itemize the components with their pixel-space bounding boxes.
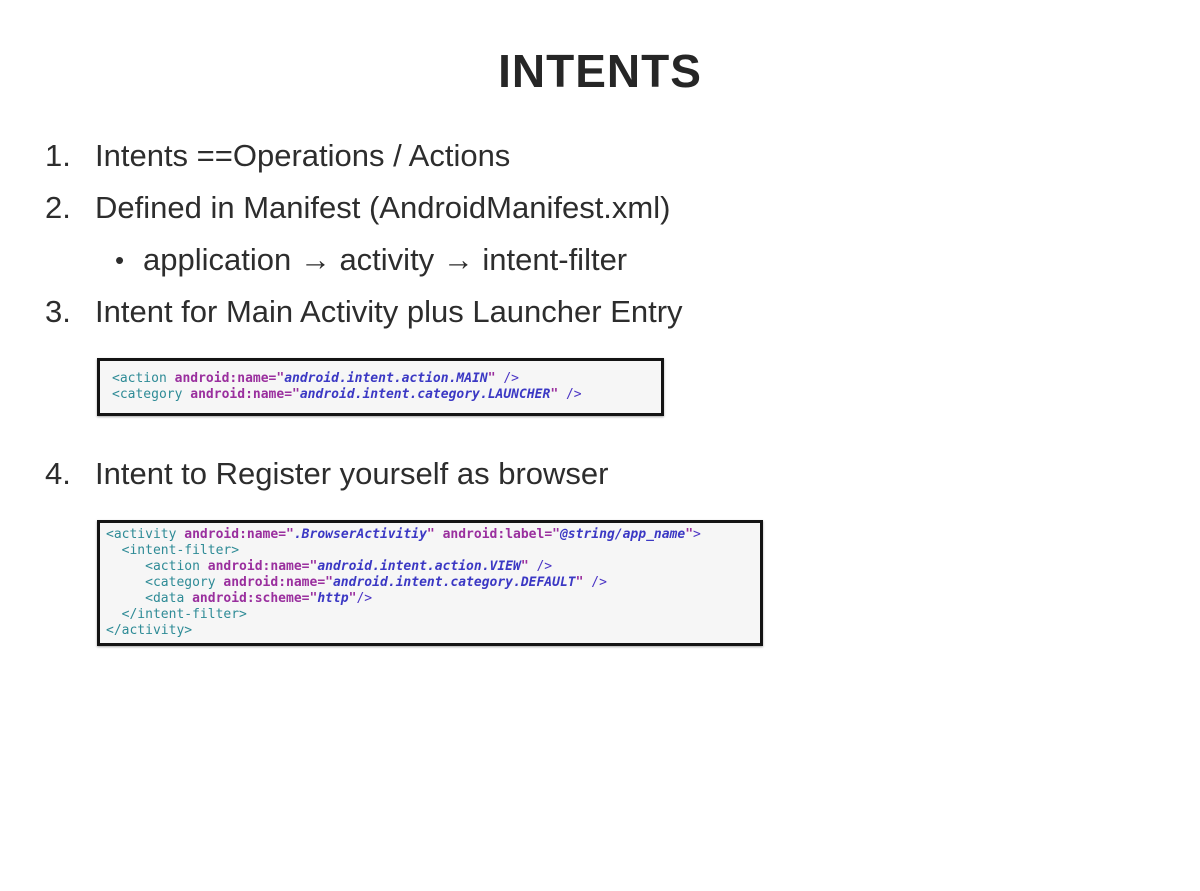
bullet-icon: • <box>115 245 125 275</box>
list-item-2-text: Defined in Manifest (AndroidManifest.xml… <box>95 190 671 225</box>
code-line: <action android:name="android.intent.act… <box>112 371 520 386</box>
list-item-2: 2. Defined in Manifest (AndroidManifest.… <box>45 182 1200 234</box>
intents-list: 1. Intents ==Operations / Actions 2. Def… <box>0 130 1200 646</box>
list-item-3-text: Intent for Main Activity plus Launcher E… <box>95 294 683 329</box>
list-item-1-marker: 1. <box>45 138 71 173</box>
code-line: </intent-filter> <box>106 607 247 622</box>
list-item-1-text: Intents ==Operations / Actions <box>95 138 511 173</box>
code-block-browser-activity: <activity android:name=".BrowserActiviti… <box>97 520 763 646</box>
list-item-4-marker: 4. <box>45 456 71 491</box>
list-item-2-sub-bullet: • application → activity → intent-filter <box>115 234 1200 286</box>
list-item-4-text: Intent to Register yourself as browser <box>95 456 609 491</box>
slide: INTENTS 1. Intents ==Operations / Action… <box>0 42 1200 891</box>
code-line: <action android:name="android.intent.act… <box>106 559 553 574</box>
list-item-1: 1. Intents ==Operations / Actions <box>45 130 1200 182</box>
list-item-2-marker: 2. <box>45 190 71 225</box>
code-line: <category android:name="android.intent.c… <box>106 575 607 590</box>
list-item-3-marker: 3. <box>45 294 71 329</box>
code-line: <activity android:name=".BrowserActiviti… <box>106 527 701 542</box>
list-item-3: 3. Intent for Main Activity plus Launche… <box>45 286 1200 338</box>
list-item-2-sub-text: application → activity → intent-filter <box>143 242 628 277</box>
code-block-main-launcher: <action android:name="android.intent.act… <box>97 358 664 416</box>
slide-title: INTENTS <box>498 45 702 97</box>
code-line: <category android:name="android.intent.c… <box>112 387 582 402</box>
code-line: <data android:scheme="http"/> <box>106 591 373 606</box>
code-line: <intent-filter> <box>106 543 240 558</box>
code-line: </activity> <box>106 623 193 638</box>
list-item-4: 4. Intent to Register yourself as browse… <box>45 448 1200 500</box>
